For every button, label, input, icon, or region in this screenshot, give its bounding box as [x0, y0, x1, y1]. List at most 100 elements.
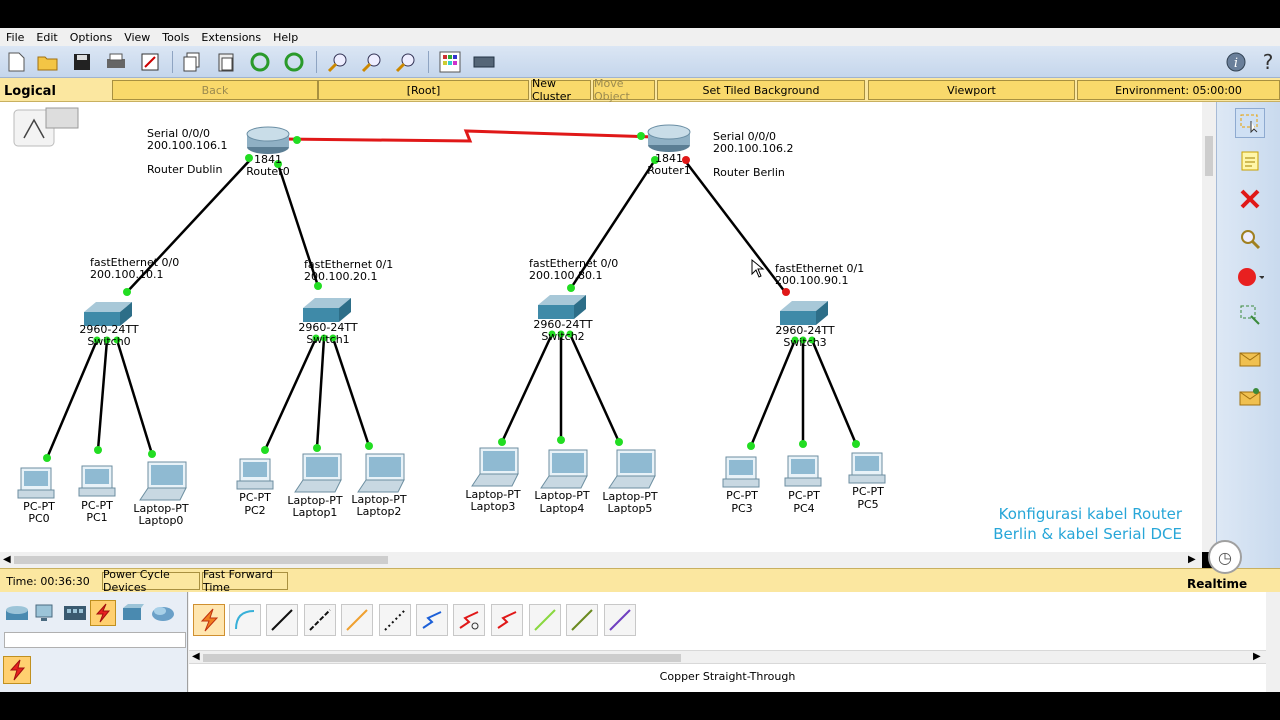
new-file-icon[interactable] — [4, 50, 28, 74]
palette-icon[interactable] — [438, 50, 462, 74]
custom-devices-icon[interactable] — [472, 50, 496, 74]
paste-icon[interactable] — [214, 50, 238, 74]
select-tool-icon[interactable] — [1235, 108, 1265, 138]
pc3-icon[interactable] — [722, 456, 760, 488]
conn-scroll-thumb[interactable] — [203, 654, 681, 662]
scroll-left-arrow-icon[interactable]: ◀ — [3, 554, 11, 565]
realtime-mode-label[interactable]: Realtime — [1187, 577, 1248, 591]
multiuser-connection-icon[interactable] — [150, 600, 176, 626]
link-label-0-iface: fastEthernet 0/0 — [90, 256, 180, 269]
coaxial-cable-icon[interactable] — [416, 604, 448, 636]
link-router0-switch1[interactable] — [276, 163, 320, 287]
connections-category-icon[interactable] — [90, 600, 116, 626]
laptop5-icon[interactable] — [608, 449, 656, 489]
conn-scroll-left-icon[interactable]: ◀ — [192, 651, 200, 662]
horizontal-scroll-thumb[interactable] — [14, 556, 388, 564]
switch2-icon[interactable] — [538, 295, 586, 319]
connection-horizontal-scrollbar[interactable]: ◀ ▶ — [189, 650, 1266, 664]
device-panel-vertical-scrollbar[interactable] — [1266, 592, 1280, 692]
serial-dte-cable-icon[interactable] — [491, 604, 523, 636]
switch3-icon[interactable] — [780, 301, 828, 325]
viewport-button[interactable]: Viewport — [868, 80, 1075, 100]
fast-forward-time-button[interactable]: Fast Forward Time — [202, 568, 288, 594]
menu-help[interactable]: Help — [273, 30, 299, 44]
link-router1-switch2[interactable] — [569, 159, 657, 289]
save-icon[interactable] — [70, 50, 94, 74]
vertical-scroll-thumb[interactable] — [1205, 136, 1213, 176]
iot-custom-cable-icon[interactable] — [566, 604, 598, 636]
laptop4-icon[interactable] — [540, 449, 588, 489]
octal-cable-icon[interactable] — [529, 604, 561, 636]
realtime-clock-icon[interactable]: ◷ — [1208, 540, 1242, 574]
zoom-out-icon[interactable] — [394, 50, 418, 74]
zoom-in-icon[interactable] — [326, 50, 350, 74]
link-router0-switch0[interactable] — [126, 159, 251, 293]
add-simple-pdu-icon[interactable] — [1235, 344, 1265, 374]
help-question-icon[interactable]: ? — [1256, 50, 1280, 74]
resize-shape-icon[interactable] — [1235, 300, 1265, 330]
switch1-icon[interactable] — [303, 298, 351, 322]
info-icon[interactable]: i — [1224, 50, 1248, 74]
menu-extensions[interactable]: Extensions — [201, 30, 262, 44]
delete-icon[interactable] — [1235, 184, 1265, 214]
move-object-button[interactable]: Move Object — [593, 77, 655, 103]
pc2-icon[interactable] — [236, 458, 274, 490]
canvas-vertical-scrollbar[interactable] — [1202, 102, 1216, 552]
power-cycle-devices-button[interactable]: Power Cycle Devices — [102, 568, 200, 594]
root-breadcrumb[interactable]: [Root] — [318, 80, 529, 100]
automatic-connection-icon[interactable] — [193, 604, 225, 636]
router0-icon[interactable] — [246, 126, 290, 154]
serial-dce-cable-icon[interactable] — [453, 604, 485, 636]
fiber-cable-icon[interactable] — [341, 604, 373, 636]
console-cable-icon[interactable] — [229, 604, 261, 636]
add-complex-pdu-icon[interactable] — [1235, 382, 1265, 412]
switch0-icon[interactable] — [84, 302, 132, 326]
pc5-icon[interactable] — [848, 452, 886, 484]
link-router1-switch3[interactable] — [685, 161, 786, 293]
network-devices-icon[interactable] — [4, 600, 30, 626]
environment-button[interactable]: Environment: 05:00:00 — [1077, 80, 1280, 100]
activity-wizard-icon[interactable] — [138, 50, 162, 74]
end-devices-icon[interactable] — [33, 600, 59, 626]
conn-scroll-right-icon[interactable]: ▶ — [1253, 651, 1261, 662]
menu-view[interactable]: View — [124, 30, 151, 44]
menu-edit[interactable]: Edit — [36, 30, 58, 44]
set-tiled-background-button[interactable]: Set Tiled Background — [657, 80, 865, 100]
zoom-reset-icon[interactable] — [360, 50, 384, 74]
logical-workspace-canvas[interactable]: Serial 0/0/0 200.100.106.1 Router Dublin… — [0, 102, 1202, 552]
miscellaneous-icon[interactable] — [120, 600, 146, 626]
router1-icon[interactable] — [647, 124, 691, 152]
place-note-icon[interactable] — [1235, 146, 1265, 176]
menu-file[interactable]: File — [6, 30, 25, 44]
redo-icon[interactable] — [282, 50, 306, 74]
menu-tools[interactable]: Tools — [162, 30, 190, 44]
pc0-icon[interactable] — [17, 467, 55, 499]
copy-icon[interactable] — [180, 50, 204, 74]
open-folder-icon[interactable] — [36, 50, 60, 74]
copper-straight-through-icon[interactable] — [266, 604, 298, 636]
laptop2-icon[interactable] — [357, 453, 405, 493]
laptop1-icon[interactable] — [294, 453, 342, 493]
selected-category-icon[interactable] — [3, 656, 31, 684]
usb-cable-icon[interactable] — [604, 604, 636, 636]
pc0-type: PC-PT — [23, 500, 55, 513]
menu-options[interactable]: Options — [69, 30, 113, 44]
canvas-horizontal-scrollbar[interactable]: ◀ ▶ — [0, 552, 1202, 568]
logical-workspace-label[interactable]: Logical — [4, 84, 56, 99]
back-button[interactable]: Back — [112, 80, 318, 100]
draw-shape-icon[interactable] — [1235, 262, 1265, 292]
laptop0-icon[interactable] — [139, 461, 187, 501]
new-cluster-button[interactable]: New Cluster — [531, 77, 591, 103]
undo-icon[interactable] — [248, 50, 272, 74]
print-icon[interactable] — [104, 50, 128, 74]
pc1-icon[interactable] — [78, 465, 116, 497]
inspect-icon[interactable] — [1235, 224, 1265, 254]
scroll-right-arrow-icon[interactable]: ▶ — [1188, 554, 1196, 565]
workspace-toggle-icon[interactable] — [13, 107, 79, 147]
components-icon[interactable] — [62, 600, 88, 626]
copper-cross-over-icon[interactable] — [304, 604, 336, 636]
pc4-icon[interactable] — [784, 455, 822, 487]
laptop3-icon[interactable] — [471, 447, 519, 487]
phone-cable-icon[interactable] — [379, 604, 411, 636]
serial-dce-link[interactable] — [281, 129, 656, 143]
